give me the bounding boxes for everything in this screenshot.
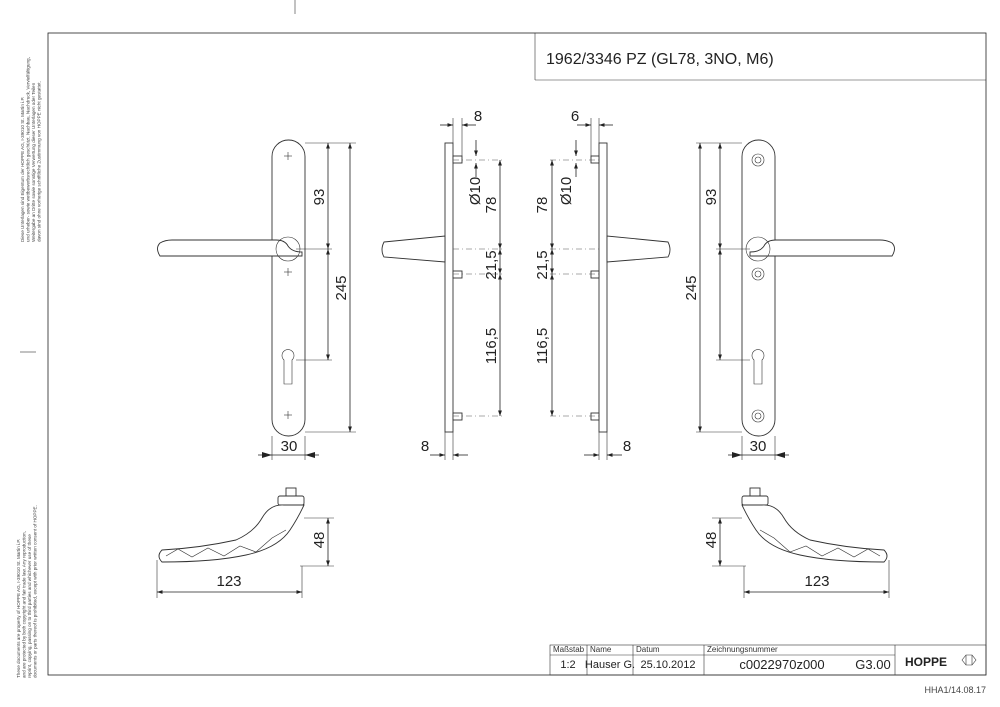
rose-base	[741, 495, 769, 506]
note-line: und urheber- sowie wettbewerbsrechtlich …	[26, 57, 31, 242]
side-note-german: Diese Unterlagen sind Eigentum der HOPPE…	[20, 57, 42, 242]
dim-label-116-5: 116,5	[483, 328, 500, 364]
screw-pin	[452, 155, 463, 164]
lever-handle-left	[157, 239, 303, 257]
dim-label-245: 245	[333, 275, 350, 300]
date-label: Datum	[636, 645, 660, 654]
footer-code: HHA1/14.08.17	[924, 685, 986, 695]
dim-label-30: 30	[750, 438, 767, 455]
note-line: reprint, copying, passing on to third pa…	[27, 534, 32, 678]
cylinder-cutout-right	[751, 349, 765, 385]
rose-base	[277, 495, 305, 506]
dim-label-93: 93	[311, 189, 328, 206]
note-line: documents or parts thereof is prohibited…	[33, 505, 38, 678]
plate-profile-right	[598, 142, 608, 433]
scale-label: Maßstab	[553, 645, 585, 654]
left-side-view: 8 Ø10 78 21,5 116,5 8	[381, 108, 502, 460]
note-line: Diese Unterlagen sind Eigentum der HOPPE…	[20, 97, 25, 242]
date-value: 25.10.2012	[640, 659, 695, 671]
screw-hole	[751, 153, 765, 167]
screw-pin	[590, 155, 600, 164]
dim-label-30: 30	[281, 438, 298, 455]
dim-label-78: 78	[534, 197, 551, 214]
note-line: Weitergabe an Dritte sowie sonstige Verw…	[31, 82, 36, 242]
dim-label-116-5: 116,5	[534, 328, 551, 364]
right-side-view: 6 Ø10 78 21,5 116,5 8	[534, 108, 671, 460]
title-block-frame	[549, 644, 987, 676]
dim-label-pin-6: 6	[571, 108, 579, 125]
lever-body-right	[741, 504, 888, 563]
dim-label-48: 48	[703, 532, 720, 549]
lever-texture	[165, 529, 287, 558]
drawing-title: 1962/3346 PZ (GL78, 3NO, M6)	[546, 51, 774, 68]
dim-label-123: 123	[216, 573, 241, 590]
lever-profile-left	[381, 235, 446, 263]
left-front-view: 93 245 30	[157, 139, 356, 460]
title-block: Maßstab Name Datum Zeichnungsnummer 1:2 …	[549, 644, 987, 676]
side-note-english: These documents are property of HOPPE AG…	[16, 505, 38, 678]
plate-profile-left	[444, 142, 454, 433]
note-line: davon sind ohne vorherige schriftliche Z…	[37, 81, 42, 242]
dim-label-21-5: 21,5	[483, 250, 500, 279]
brand-logo-icon	[961, 654, 977, 666]
right-front-view: 93 245 30	[683, 139, 895, 460]
drawing-number: c0022970z000	[739, 657, 824, 672]
format-code: G3.00	[855, 657, 890, 672]
lever-handle-right	[749, 239, 895, 257]
screw-hole	[751, 409, 765, 423]
dim-label-123: 123	[804, 573, 829, 590]
dim-label-78: 78	[483, 197, 500, 214]
dim-label-pin-8: 8	[474, 108, 482, 125]
spindle	[285, 487, 297, 497]
screw-pin	[590, 270, 600, 279]
note-line: and are protected by both copyright and …	[22, 531, 27, 678]
lever-profile-right	[606, 235, 671, 263]
brand-logo: HOPPE	[905, 655, 947, 669]
screw-pin	[452, 270, 463, 279]
name-label: Name	[590, 645, 612, 654]
escutcheon-plate-right	[741, 139, 776, 437]
spindle	[749, 487, 761, 497]
dim-label-93: 93	[703, 189, 720, 206]
lever-texture	[759, 529, 881, 558]
dim-label-depth-8: 8	[421, 438, 429, 455]
note-line: These documents are property of HOPPE AG…	[16, 539, 21, 678]
escutcheon-plate-left	[271, 139, 306, 437]
left-lever-top-view: 48 123	[156, 487, 334, 598]
screw-pin	[452, 412, 463, 421]
dim-label-245: 245	[683, 275, 700, 300]
drawing-no-label: Zeichnungsnummer	[707, 645, 778, 654]
dim-label-21-5: 21,5	[534, 250, 551, 279]
screw-hole	[751, 267, 765, 281]
name-value: Hauser G.	[585, 659, 635, 671]
cylinder-cutout-left	[281, 349, 295, 385]
right-lever-top-view: 48 123	[703, 487, 890, 598]
dim-label-diameter: Ø10	[558, 177, 575, 205]
dim-label-diameter: Ø10	[467, 177, 484, 205]
dim-label-48: 48	[311, 532, 328, 549]
scale-value: 1:2	[560, 659, 575, 671]
lever-body-left	[158, 504, 305, 563]
screw-pin	[590, 412, 600, 421]
drawing-frame	[47, 32, 987, 676]
dim-label-depth-8: 8	[623, 438, 631, 455]
